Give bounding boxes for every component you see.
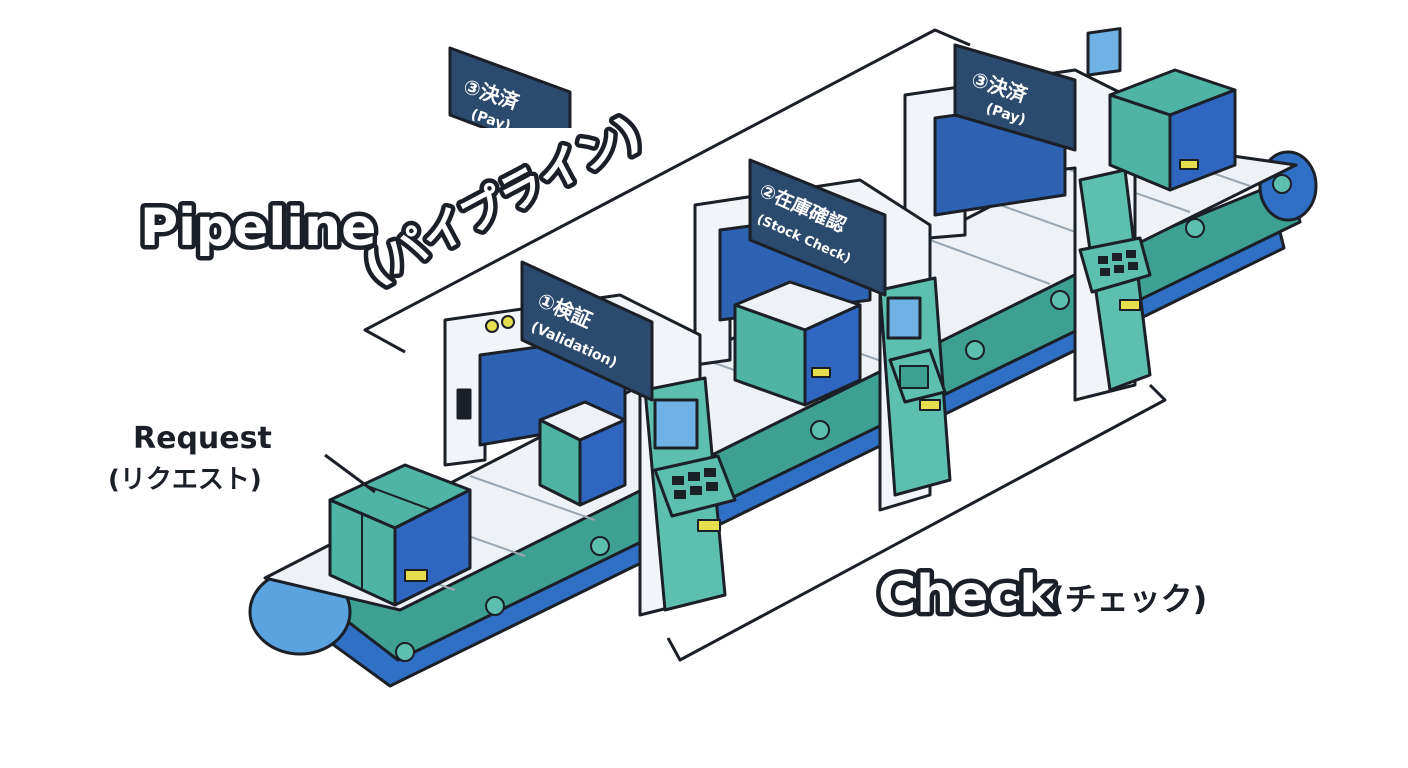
- request-label-en: Request: [133, 421, 272, 456]
- check-label-ja: (チェック): [1050, 580, 1207, 618]
- gate-validation: [443, 260, 737, 617]
- fragment-sign: ③決済 (Pay): [448, 46, 572, 128]
- keypad-icon: [1098, 250, 1138, 276]
- package-box-request: [328, 463, 472, 607]
- package-box-end: [1108, 68, 1237, 192]
- keypad-icon: [672, 468, 718, 499]
- package-box-front: [538, 400, 627, 507]
- package-box-middle: [733, 280, 862, 407]
- check-bracket: [666, 383, 1167, 662]
- pipeline-label-en: Pipeline: [140, 198, 376, 258]
- gate-pay: [903, 27, 1152, 402]
- request-pointer: [324, 453, 376, 494]
- pipeline-bracket: [363, 28, 971, 354]
- request-label-ja: (リクエスト): [108, 465, 262, 495]
- check-label-en: Check: [878, 565, 1055, 625]
- gate-stock-check: [693, 158, 952, 512]
- pipeline-label-ja: (パイプライン): [356, 107, 649, 295]
